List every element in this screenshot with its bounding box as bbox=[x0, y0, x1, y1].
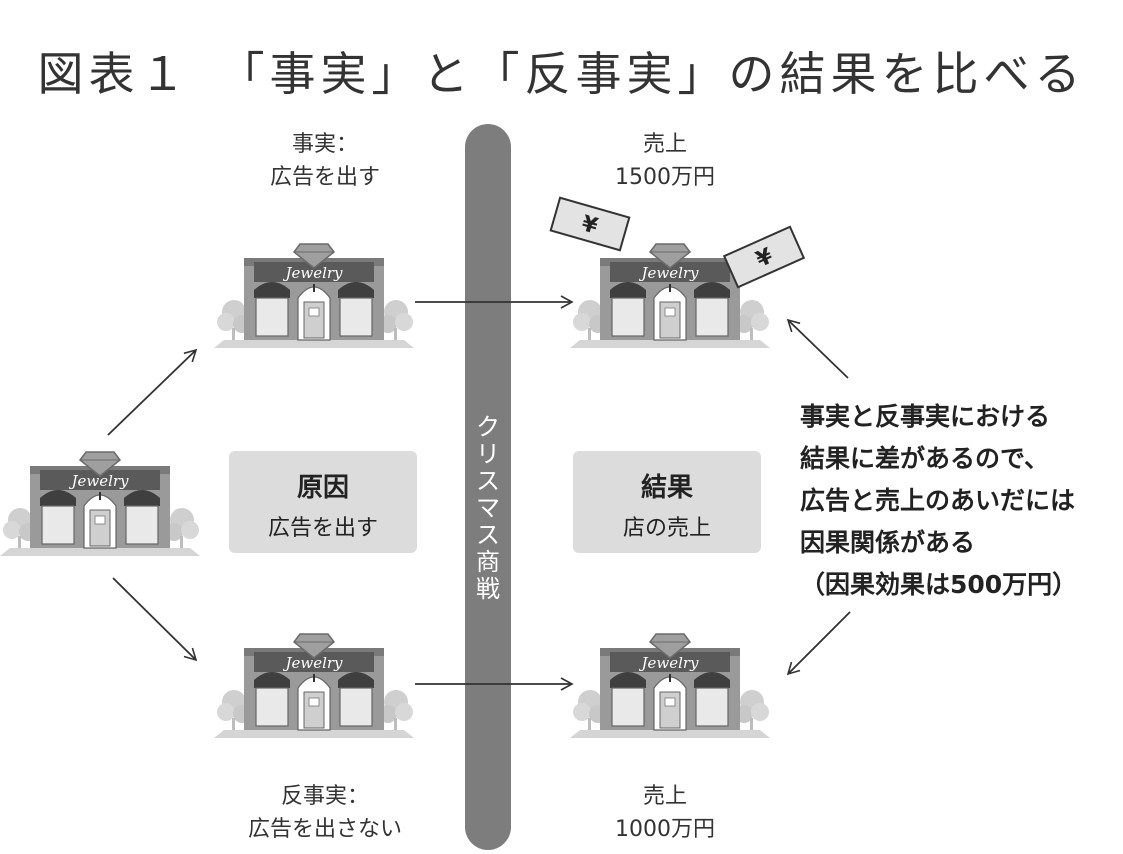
store-sign-text: Jewelry bbox=[282, 264, 343, 282]
bar-char: ス bbox=[476, 521, 500, 549]
store-origin: Jewelry bbox=[0, 451, 201, 557]
store-fact: Jewelry bbox=[213, 243, 415, 349]
conclusion-text: 事実と反事実における 結果に差があるので、 広告と売上のあいだには 因果関係があ… bbox=[800, 396, 1077, 606]
store-sign-text: Jewelry bbox=[638, 264, 699, 282]
cause-box-title: 原因 bbox=[296, 473, 349, 503]
figure-title: 図表１ 「事実」と「反事実」の結果を比べる bbox=[37, 47, 1086, 101]
store-counterfactual: Jewelry bbox=[213, 633, 415, 739]
sales-fact-label: 売上 1500万円 bbox=[570, 128, 760, 194]
fact-label-line2: 広告を出す bbox=[269, 165, 380, 190]
arrow-conclusion-down bbox=[786, 611, 851, 676]
conclusion-line: （因果効果は500万円） bbox=[800, 570, 1078, 599]
conclusion-line: 結果に差があるので、 bbox=[800, 444, 1050, 473]
result-box: 結果 店の売上 bbox=[573, 451, 761, 553]
counterfactual-line1: 反事実： bbox=[280, 784, 369, 809]
store-sign-text: Jewelry bbox=[282, 654, 343, 672]
store-result-fact: Jewelry bbox=[569, 243, 771, 349]
sales-fact-line2: 1500万円 bbox=[615, 165, 715, 190]
counterfactual-label: 反事実： 広告を出さない bbox=[220, 780, 430, 846]
fact-label: 事実： 広告を出す bbox=[230, 128, 420, 194]
bar-char: ス bbox=[476, 467, 500, 495]
bar-char: ク bbox=[476, 413, 500, 441]
store-sign-text: Jewelry bbox=[68, 472, 129, 490]
conclusion-line: 広告と売上のあいだには bbox=[800, 486, 1076, 515]
store-sign-text: Jewelry bbox=[638, 654, 699, 672]
fact-label-line1: 事実： bbox=[291, 132, 358, 157]
result-box-title: 結果 bbox=[640, 473, 693, 503]
yen-bill-icon: ¥ bbox=[722, 225, 806, 289]
store-result-counterfactual: Jewelry bbox=[569, 633, 771, 739]
sales-fact-line1: 売上 bbox=[642, 132, 687, 157]
conclusion-line: 事実と反事実における bbox=[800, 402, 1051, 431]
christmas-season-bar: ク リ ス マ ス 商 戦 bbox=[465, 124, 511, 850]
sales-counter-line2: 1000万円 bbox=[615, 817, 715, 842]
yen-symbol: ¥ bbox=[579, 211, 601, 239]
counterfactual-line2: 広告を出さない bbox=[247, 817, 402, 842]
bar-char: 商 bbox=[476, 548, 500, 576]
arrow-to-counterfactual bbox=[112, 577, 198, 662]
arrow-conclusion-up bbox=[786, 318, 849, 379]
arrow-to-fact bbox=[107, 348, 198, 436]
bar-char: 戦 bbox=[476, 575, 500, 603]
conclusion-line: 因果関係がある bbox=[800, 528, 976, 557]
cause-box: 原因 広告を出す bbox=[229, 451, 417, 553]
christmas-season-label: ク リ ス マ ス 商 戦 bbox=[465, 414, 511, 603]
result-box-text: 店の売上 bbox=[622, 516, 711, 541]
bar-char: マ bbox=[476, 494, 500, 522]
sales-counter-label: 売上 1000万円 bbox=[570, 780, 760, 846]
yen-bill-icon: ¥ bbox=[549, 196, 631, 252]
bar-char: リ bbox=[476, 440, 500, 468]
sales-counter-line1: 売上 bbox=[642, 784, 687, 809]
cause-box-text: 広告を出す bbox=[267, 516, 378, 541]
